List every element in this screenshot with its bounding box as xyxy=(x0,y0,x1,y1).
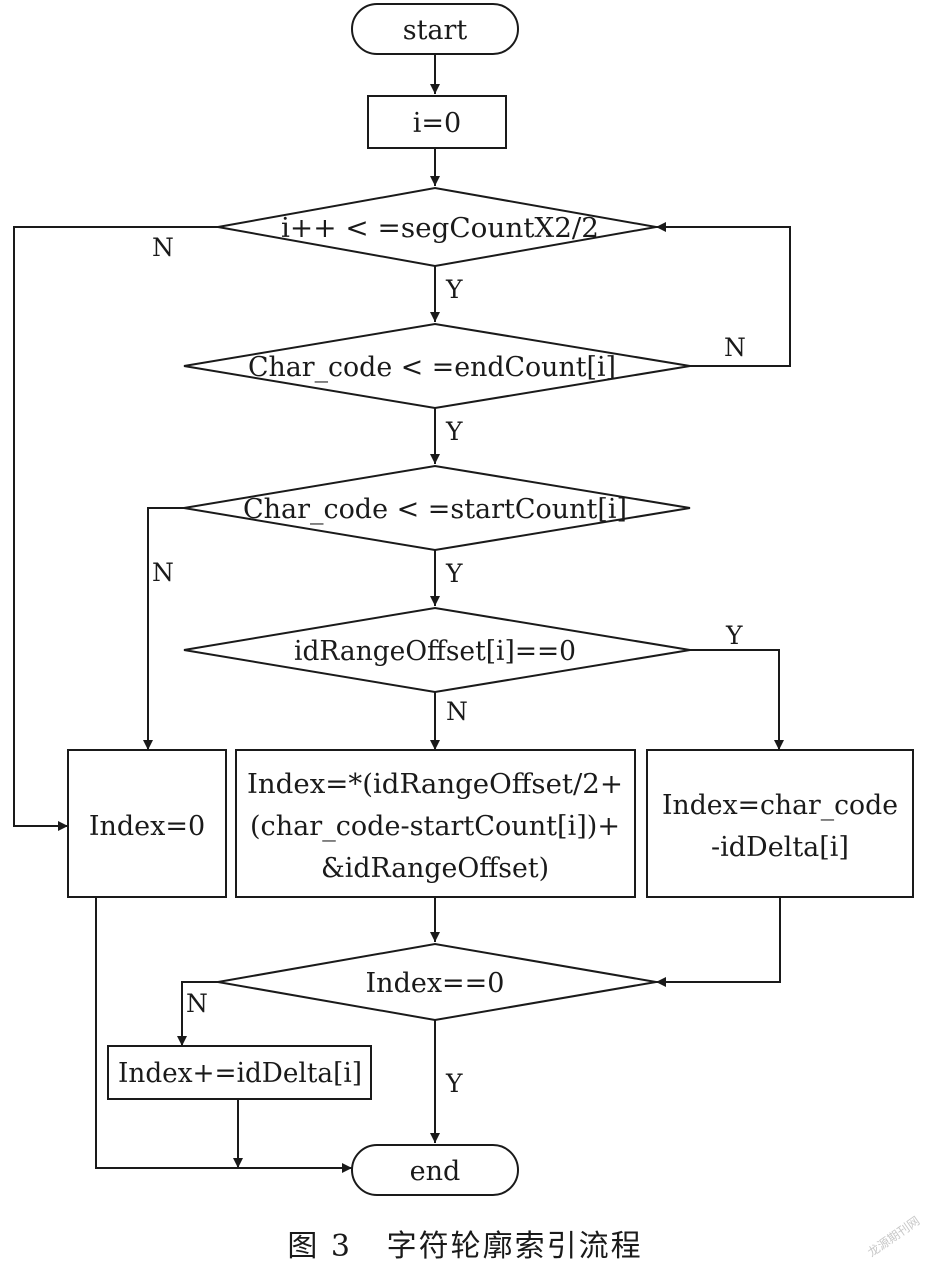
arrow-check-no xyxy=(177,981,218,1046)
index-offset-line-1: Index=*(idRangeOffset/2+ xyxy=(247,769,623,800)
rangeoffset-text: idRangeOffset[i]==0 xyxy=(294,636,576,667)
start-text: start xyxy=(403,15,468,46)
index-zero-box xyxy=(67,749,227,898)
index-zero-text: Index=0 xyxy=(89,811,205,842)
label-check-yes: Y xyxy=(445,1069,463,1098)
label-rangeoffset-no: N xyxy=(446,697,468,726)
label-loop-yes: Y xyxy=(445,275,463,304)
end-terminator xyxy=(351,1144,519,1196)
branch-labels: N Y N Y N Y Y N N Y xyxy=(152,233,746,1098)
index-check-decision xyxy=(217,942,657,1022)
arrow-startcount-no xyxy=(143,507,184,750)
startcount-text: Char_code < =startCount[i] xyxy=(243,494,627,525)
label-loop-no: N xyxy=(152,233,174,262)
arrow-loop-no xyxy=(13,226,218,831)
shapes xyxy=(67,3,914,1196)
arrow-rangeoffset-yes xyxy=(690,649,784,750)
label-check-no: N xyxy=(186,989,208,1018)
index-offset-line-2: (char_code-startCount[i])+ xyxy=(250,811,620,842)
loop-text: i++ < =segCountX2/2 xyxy=(281,213,599,244)
connectors xyxy=(13,54,791,1173)
endcount-text: Char_code < =endCount[i] xyxy=(248,352,616,383)
index-delta-line-1: Index=char_code xyxy=(662,790,898,821)
loop-decision xyxy=(217,186,657,268)
index-check-text: Index==0 xyxy=(366,968,505,999)
watermark: 龙源期刊网 xyxy=(865,1214,922,1260)
arrow-indexzero-to-end xyxy=(95,897,352,1173)
index-delta-line-2: -idDelta[i] xyxy=(711,832,849,863)
label-endcount-no: N xyxy=(724,333,746,362)
index-delta-box xyxy=(646,749,914,898)
init-text: i=0 xyxy=(413,108,461,139)
label-endcount-yes: Y xyxy=(445,417,463,446)
label-startcount-no: N xyxy=(152,558,174,587)
end-text: end xyxy=(410,1156,461,1187)
label-rangeoffset-yes: Y xyxy=(725,621,743,650)
index-offset-line-3: &idRangeOffset) xyxy=(321,853,549,884)
rangeoffset-decision xyxy=(183,606,691,694)
figure-caption: 图 3 字符轮廓索引流程 xyxy=(287,1229,642,1264)
arrow-endcount-no xyxy=(656,222,791,367)
index-offset-box xyxy=(235,749,636,898)
label-startcount-yes: Y xyxy=(445,559,463,588)
startcount-decision xyxy=(183,464,691,552)
start-terminator xyxy=(351,3,519,55)
arrow-delta-to-check xyxy=(656,897,781,987)
init-process-box xyxy=(367,95,507,149)
index-add-text: Index+=idDelta[i] xyxy=(118,1058,362,1089)
node-texts: start i=0 i++ < =segCountX2/2 Char_code … xyxy=(89,15,898,1187)
endcount-decision xyxy=(183,322,691,410)
index-add-box xyxy=(107,1045,372,1100)
